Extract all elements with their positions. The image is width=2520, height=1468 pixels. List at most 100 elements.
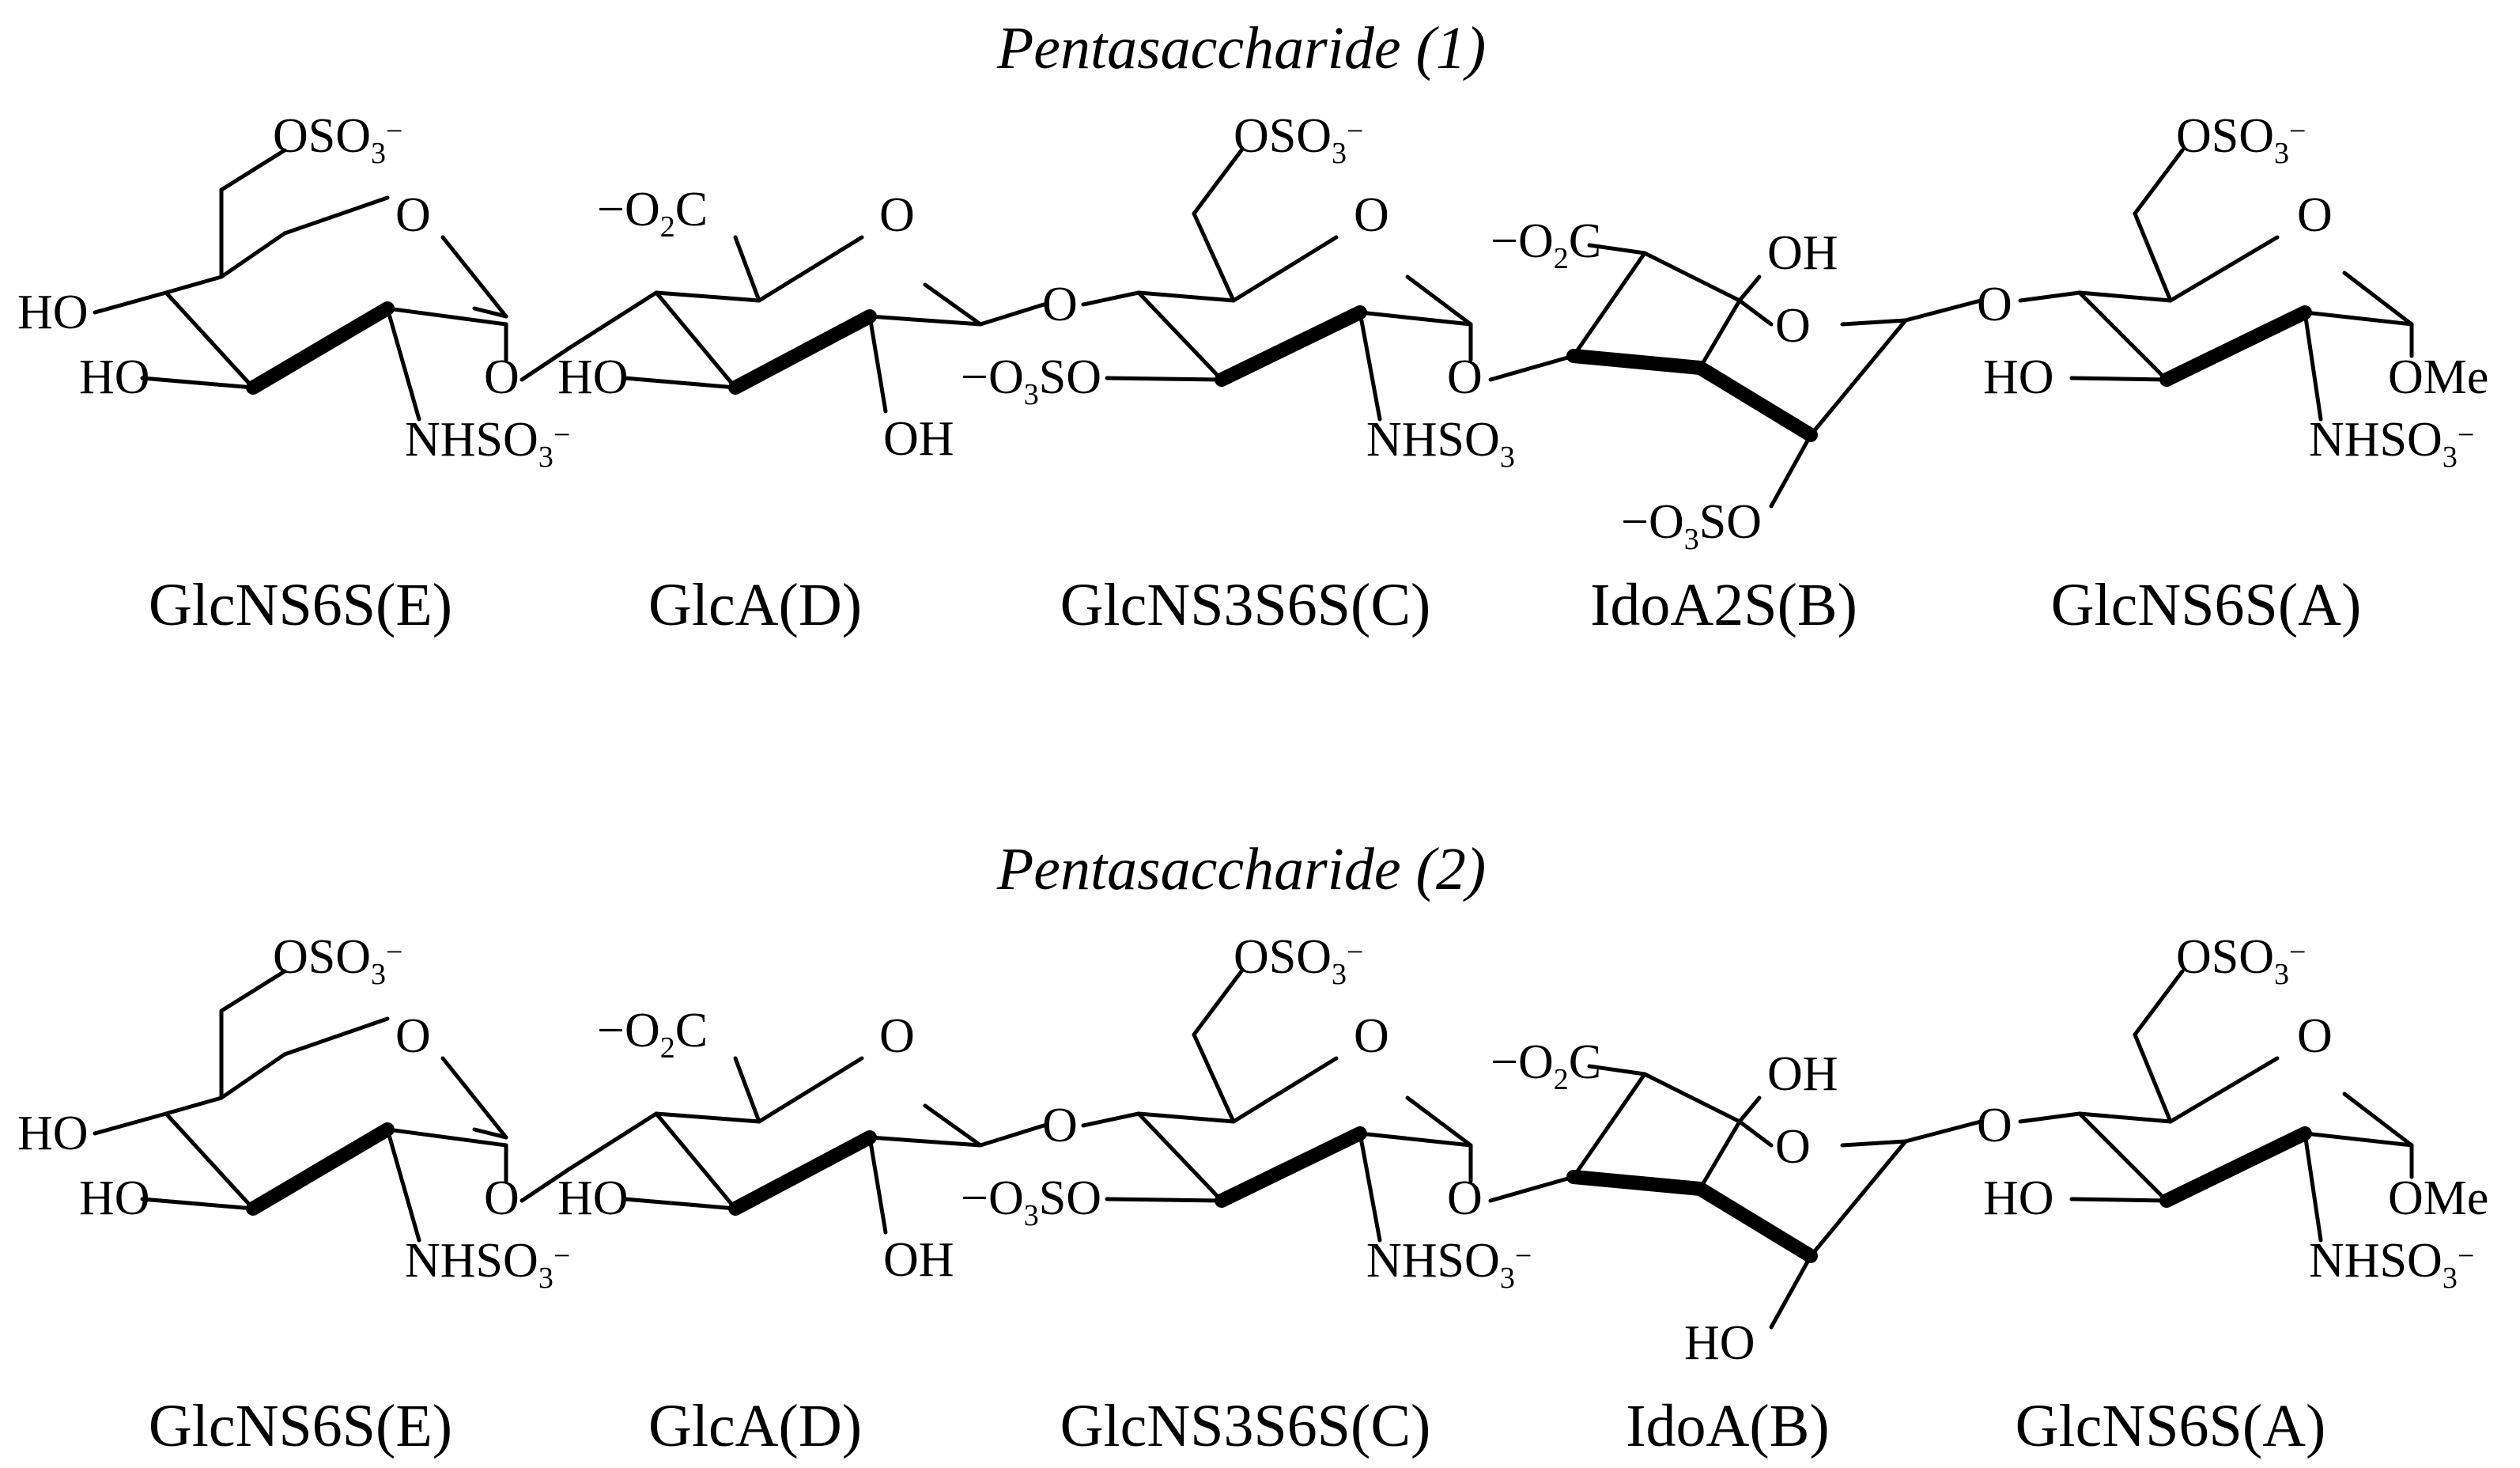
bond-line — [1358, 1131, 1473, 1148]
hydroxyl-label: HO — [557, 1171, 629, 1225]
bond-line — [440, 235, 508, 319]
bond-line — [923, 282, 983, 327]
bold-bond — [1566, 1170, 1707, 1196]
bond-line — [1192, 1032, 1236, 1124]
bond-line — [1587, 1064, 1647, 1076]
bond-line — [2168, 235, 2280, 303]
bond-line — [2133, 969, 2185, 1037]
nhso3-label: NHSO3 — [1366, 413, 1515, 474]
bond-line — [1769, 1254, 1813, 1330]
oso3-label: OSO3− — [2176, 109, 2306, 170]
ido-2-substituent-label: −O3SO — [1621, 495, 1762, 556]
ring-oxygen-label: O — [395, 188, 431, 242]
bond-line — [622, 376, 738, 390]
bond-line — [1808, 318, 1908, 437]
bond-line — [1081, 1111, 1141, 1128]
bond-line — [2077, 1111, 2169, 1203]
bond-line — [867, 1135, 888, 1235]
ring-oxygen-label: O — [2297, 188, 2333, 242]
bond-line — [93, 1111, 168, 1136]
ring-oxygen-label: O — [879, 188, 915, 242]
bond-line — [1642, 1072, 1742, 1124]
bond-line — [2168, 1056, 2280, 1124]
bond-line — [1737, 298, 1774, 327]
bond-line — [567, 1111, 659, 1171]
bond-line — [2069, 1197, 2169, 1203]
bond-line — [140, 1197, 255, 1211]
bond-line — [867, 1135, 983, 1148]
bold-bond — [1566, 349, 1707, 375]
glycosidic-oxygen-label: O — [1042, 1099, 1078, 1152]
hydroxyl-label: HO — [17, 1107, 89, 1160]
residue-label: IdoA2S(B) — [1590, 572, 1857, 638]
nhso3-label: NHSO3− — [405, 413, 570, 474]
bold-bond — [728, 309, 877, 395]
bond-line — [1571, 1072, 1647, 1179]
ring-oxygen-label: O — [1354, 188, 1389, 242]
bond-line — [1769, 433, 1813, 509]
bond-line — [1903, 298, 1983, 323]
bold-bond — [728, 1130, 877, 1216]
bond-line — [164, 274, 224, 295]
bond-line — [1192, 148, 1244, 216]
residue-label: GlcNS3S6S(C) — [1060, 572, 1431, 638]
ring-oxygen-label: O — [2297, 1009, 2333, 1063]
bond-line — [867, 314, 888, 414]
bond-line — [2133, 1032, 2173, 1124]
bond-line — [1081, 290, 1141, 307]
bond-line — [2069, 376, 2169, 382]
bond-line — [219, 969, 287, 1013]
bond-line — [1192, 969, 1244, 1037]
bond-line — [2342, 271, 2414, 327]
glycosidic-oxygen-label: O — [1447, 350, 1483, 404]
glycosidic-oxygen-label: O — [1447, 1171, 1483, 1225]
bond-line — [282, 195, 390, 236]
hydroxyl-label: OH — [1767, 1047, 1838, 1101]
bond-line — [2018, 1111, 2082, 1124]
bond-line — [1737, 1119, 1774, 1148]
bond-line — [1136, 290, 1224, 382]
hydroxyl-label: HO — [79, 1171, 150, 1225]
bond-line — [2077, 290, 2169, 382]
bond-line — [2303, 310, 2414, 327]
hydroxyl-label: HO — [1983, 350, 2054, 404]
residue-label: GlcA(D) — [648, 1393, 862, 1459]
bond-line — [2303, 1131, 2323, 1243]
bond-line — [164, 1095, 224, 1116]
hydroxyl-label: HO — [79, 350, 150, 404]
bond-line — [2133, 148, 2185, 216]
ring-bond — [219, 231, 287, 279]
bond-line — [385, 1127, 421, 1243]
ring-oxygen-label: O — [395, 1009, 431, 1063]
bond-line — [2077, 290, 2173, 303]
bold-bond — [2159, 1126, 2312, 1208]
bond-line — [1231, 235, 1339, 303]
bond-line — [385, 306, 508, 327]
ring-oxygen-label: O — [1354, 1009, 1389, 1063]
hydroxyl-label: HO — [557, 350, 629, 404]
bond-line — [1136, 1111, 1236, 1124]
bond-line — [654, 1111, 738, 1211]
residue-label: IdoA(B) — [1626, 1393, 1830, 1459]
bond-line — [733, 235, 761, 303]
residue-label: GlcNS6S(A) — [2051, 572, 2362, 638]
hydroxyl-label: OH — [883, 412, 954, 466]
bond-line — [757, 235, 864, 303]
bond-line — [282, 1016, 390, 1057]
glycosidic-oxygen-label: O — [1977, 1099, 2012, 1152]
bond-line — [2303, 1131, 2414, 1148]
sulfate-label: −O3SO — [961, 1171, 1101, 1232]
bond-line — [867, 314, 983, 327]
bond-line — [164, 290, 255, 390]
bond-line — [1840, 318, 1908, 327]
bond-line — [472, 306, 508, 319]
bond-line — [2303, 310, 2323, 422]
bond-line — [219, 148, 287, 192]
bond-line — [1642, 251, 1742, 303]
ring-oxygen-label: O — [879, 1009, 915, 1063]
bond-line — [1358, 310, 1382, 422]
hydroxyl-label: HO — [1983, 1171, 2054, 1225]
bond-line — [978, 1123, 1046, 1148]
